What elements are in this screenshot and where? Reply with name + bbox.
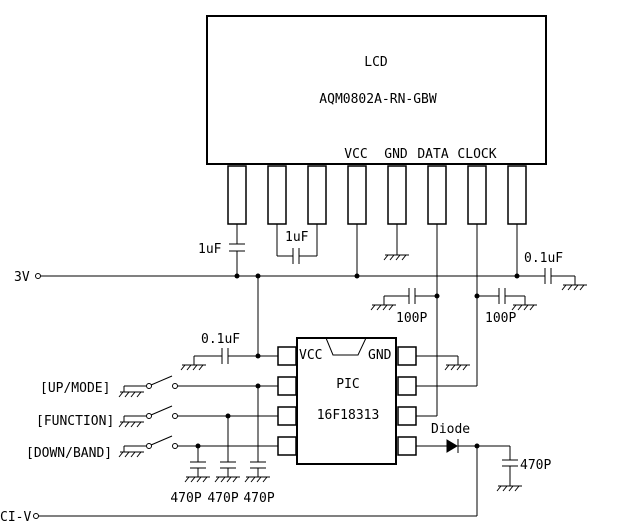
pic-pins xyxy=(277,346,417,456)
lcd-pin-row xyxy=(227,165,527,225)
cap-3v-right-label: 0.1uF xyxy=(524,251,563,266)
switch-function-label: [FUNCTION] xyxy=(36,414,114,429)
cap-clock-label: 100P xyxy=(485,311,516,326)
diode-label: Diode xyxy=(431,422,470,437)
cap-lcd-1-label: 1uF xyxy=(198,242,222,257)
cap-data-label: 100P xyxy=(396,311,427,326)
cap-up-label: 470P xyxy=(243,491,274,506)
lcd-title: LCD xyxy=(364,55,388,70)
pic-model: 16F18313 xyxy=(317,408,380,423)
lcd-pin-vcc-label: VCC xyxy=(344,147,367,162)
cap-down-label: 470P xyxy=(170,491,201,506)
switch-function xyxy=(150,405,173,416)
cap-up xyxy=(244,461,271,483)
pic-pin-vcc-label: VCC xyxy=(299,348,322,363)
lcd-pin-gnd-label: GND xyxy=(384,147,408,162)
cap-down xyxy=(184,461,211,483)
cap-func-label: 470P xyxy=(207,491,238,506)
label-3v: 3V xyxy=(14,270,30,285)
pic-pin-gnd-label: GND xyxy=(368,348,392,363)
cap-civ xyxy=(496,459,523,492)
cap-lcd-2-label: 1uF xyxy=(285,230,309,245)
pic-chip xyxy=(296,337,397,465)
pic-title: PIC xyxy=(336,377,359,392)
switch-up-mode-label: [UP/MODE] xyxy=(40,381,110,396)
lcd-module xyxy=(206,15,547,165)
cap-pic-vcc-label: 0.1uF xyxy=(201,332,240,347)
switch-up-mode xyxy=(150,375,173,386)
diode-symbol xyxy=(446,439,458,453)
cap-civ-label: 470P xyxy=(520,458,551,473)
lcd-pin-data-label: DATA xyxy=(417,147,448,162)
pic-notch xyxy=(325,337,367,356)
switch-down-band xyxy=(150,435,173,446)
switch-down-band-label: [DOWN/BAND] xyxy=(26,446,112,461)
lcd-pin-clock-label: CLOCK xyxy=(457,147,496,162)
cap-func xyxy=(214,461,241,483)
lcd-model: AQM0802A-RN-GBW xyxy=(319,92,437,107)
label-civ: CI-V xyxy=(0,510,31,525)
